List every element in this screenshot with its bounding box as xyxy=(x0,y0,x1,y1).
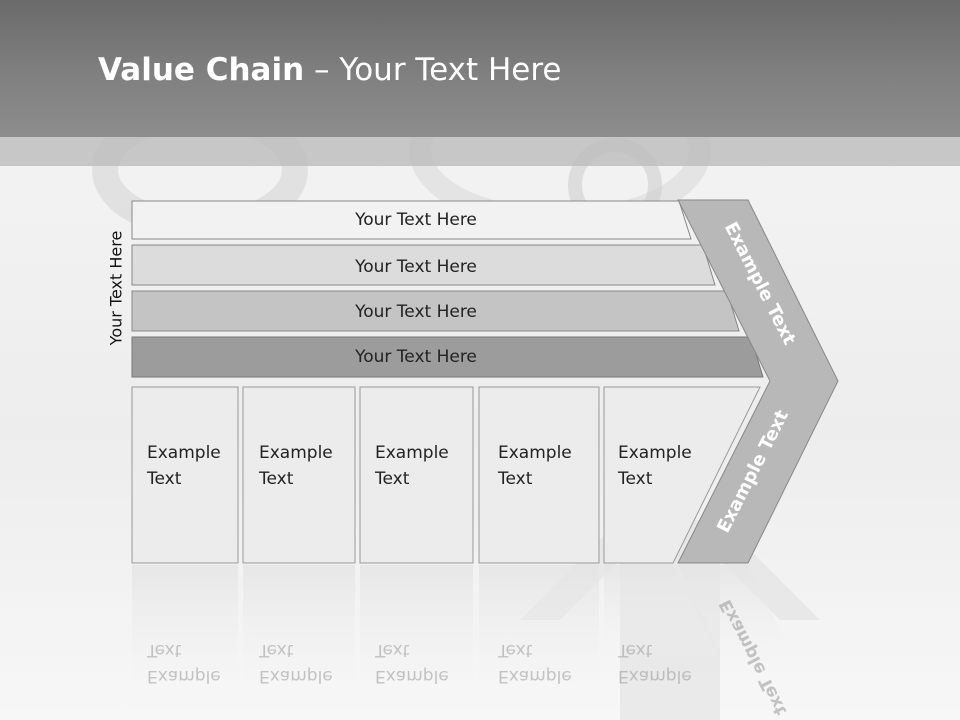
reflection-line2-1: Text xyxy=(146,640,182,660)
header-strip xyxy=(0,137,960,166)
column-box-5 xyxy=(603,386,761,564)
bar-shape-4 xyxy=(131,336,764,378)
column-box-3 xyxy=(359,386,474,564)
reflection-line2-2: Text xyxy=(258,640,294,660)
column-line2-5: Text xyxy=(617,469,653,489)
column-box-1 xyxy=(131,386,239,564)
reflection-box-2 xyxy=(243,565,355,695)
reflection-line2-5: Text xyxy=(617,640,653,660)
column-line1-5: Example xyxy=(618,443,692,463)
bar-label-4: Your Text Here xyxy=(354,347,477,367)
reflection-line1-2: Example xyxy=(259,666,333,686)
bar-label-2: Your Text Here xyxy=(354,257,477,277)
column-box-4 xyxy=(478,386,600,564)
reflection-line2-4: Text xyxy=(497,640,533,660)
column-line1-1: Example xyxy=(147,443,221,463)
vertical-axis-label: Your Text Here xyxy=(106,230,126,346)
margin-chevron-arrow xyxy=(677,199,839,564)
column-line2-1: Text xyxy=(146,469,182,489)
bar-shape-1 xyxy=(131,200,692,240)
bar-label-1: Your Text Here xyxy=(354,210,477,230)
reflection-box-4 xyxy=(479,565,599,695)
reflection-line1-1: Example xyxy=(147,666,221,686)
bar-shape-2 xyxy=(131,244,716,286)
column-line2-2: Text xyxy=(258,469,294,489)
reflection-line1-5: Example xyxy=(618,666,692,686)
title-bold: Value Chain xyxy=(98,52,305,88)
bar-label-3: Your Text Here xyxy=(354,302,477,322)
header-band xyxy=(0,0,960,137)
column-line1-3: Example xyxy=(375,443,449,463)
column-line1-4: Example xyxy=(498,443,572,463)
reflection-line1-3: Example xyxy=(375,666,449,686)
column-line1-2: Example xyxy=(259,443,333,463)
column-box-2 xyxy=(242,386,356,564)
reflection-line1-4: Example xyxy=(498,666,572,686)
slide-title: Value Chain – Your Text Here xyxy=(98,52,561,88)
title-rest: – Your Text Here xyxy=(304,52,562,88)
column-line2-4: Text xyxy=(497,469,533,489)
reflection-box-5 xyxy=(604,565,720,660)
bar-shape-3 xyxy=(131,290,740,332)
reflection-box-3 xyxy=(360,565,473,695)
reflection-group: Example Text Example Text Example Text E… xyxy=(132,565,800,718)
column-line2-3: Text xyxy=(374,469,410,489)
reflection-arrow xyxy=(678,565,800,670)
reflection-line2-3: Text xyxy=(374,640,410,660)
reflection-box-1 xyxy=(132,565,238,695)
